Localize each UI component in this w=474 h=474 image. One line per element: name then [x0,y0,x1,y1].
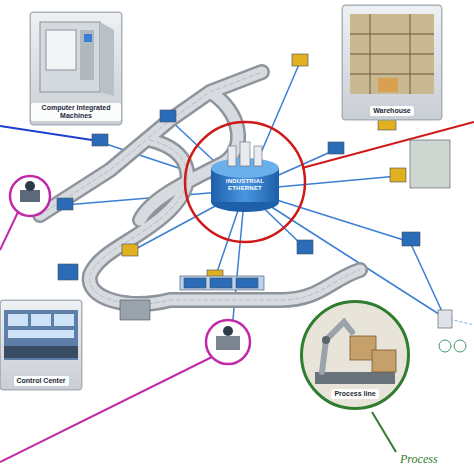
warehouse-panel: Warehouse [342,5,442,120]
node-label: Control Center [14,376,69,386]
callout-label: Process [400,452,438,467]
node-label: INDUSTRIAL ETHERNET [213,178,277,192]
ethernet-hub: INDUSTRIAL ETHERNET [213,168,277,202]
node-label: Computer Integrated Machines [31,103,121,121]
process-circle: Process line [300,300,410,410]
node-label: Warehouse [370,106,413,116]
control-panel: Control Center [0,300,82,390]
node-label: Process line [331,389,378,399]
machine-panel: Computer Integrated Machines [30,12,122,125]
